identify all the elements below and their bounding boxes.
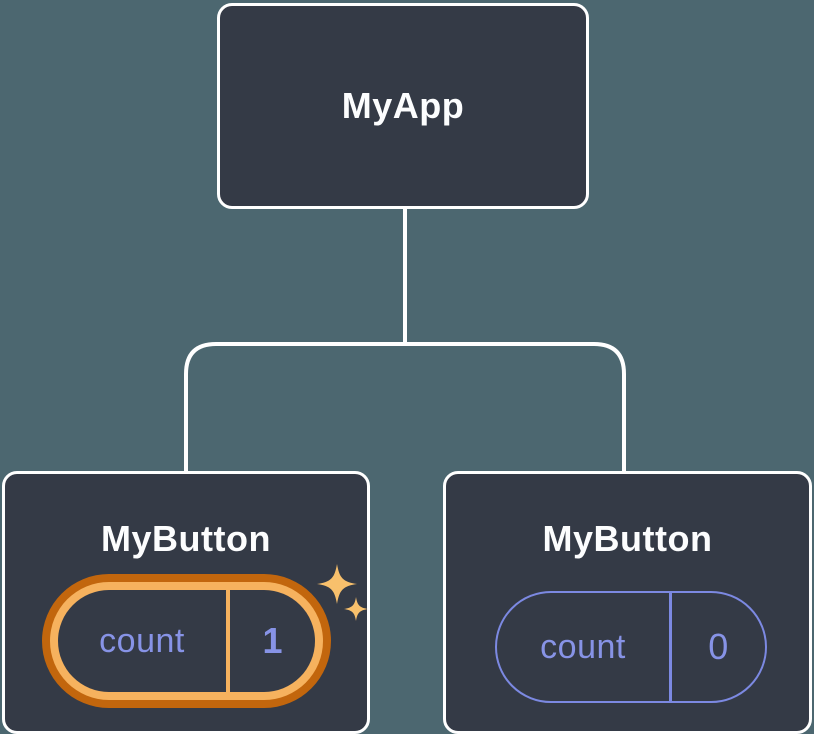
node-mybutton-left-label: MyButton [101, 518, 271, 559]
sparkles-icon [317, 564, 368, 621]
state-divider [226, 590, 230, 692]
state-value-cell: 0 [672, 593, 766, 701]
state-name-cell: count [58, 590, 226, 692]
state-value: 1 [262, 620, 283, 661]
state-value: 0 [708, 626, 729, 667]
state-value-cell: 1 [230, 590, 315, 692]
node-mybutton-left: MyButton count 1 [2, 471, 370, 734]
state-name: count [540, 627, 626, 666]
state-pill-highlighted: count 1 [42, 574, 331, 708]
state-divider [669, 593, 672, 701]
state-pill: count 0 [495, 591, 767, 703]
node-mybutton-right: MyButton count 0 [443, 471, 812, 734]
node-mybutton-right-label: MyButton [542, 518, 713, 559]
state-pill-highlight-ring: count 1 [50, 582, 323, 700]
state-pill-body: count 1 [58, 590, 315, 692]
node-myapp: MyApp [217, 3, 589, 209]
state-name-cell: count [497, 593, 669, 701]
node-myapp-label: MyApp [341, 85, 465, 126]
state-name: count [99, 621, 185, 660]
